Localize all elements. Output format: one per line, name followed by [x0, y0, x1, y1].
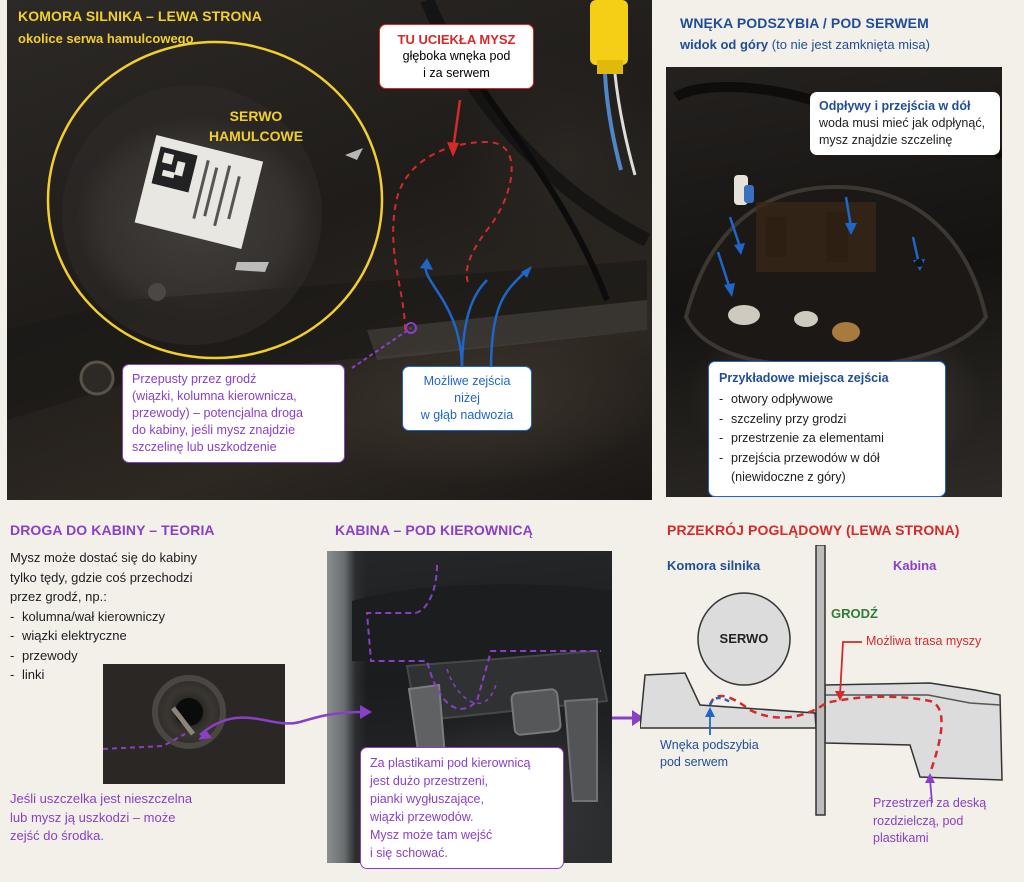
cabin-annotations [352, 564, 612, 802]
cabin-label: Kabina [893, 558, 937, 573]
exit-examples-callout: Przykładowe miejsca zejścia otwory odpły… [708, 361, 946, 497]
list-item: wiązki elektryczne [10, 626, 250, 646]
cabin-callout: Za plastikami pod kierownicą jest dużo p… [360, 747, 564, 869]
engine-bay-title: KOMORA SILNIKA – LEWA STRONA [18, 8, 262, 24]
theory-title: DROGA DO KABINY – TEORIA [10, 522, 215, 538]
cross-section-diagram [640, 545, 1003, 816]
drain-callout: Odpływy i przejścia w dół woda musi mieć… [810, 92, 1000, 155]
cowl-recess-subtitle: widok od góry (to nie jest zamknięta mis… [680, 37, 930, 52]
list-item: przestrzenie za elementami [719, 429, 935, 449]
mouse-escape-callout: TU UCIEKŁA MYSZ głęboka wnęka pod i za s… [379, 24, 534, 89]
bulkhead-label: GRODŹ [831, 606, 878, 621]
descent-callout: Możliwe zejścia niżej w głąb nadwozia [402, 366, 532, 431]
servo-label: SERWO HAMULCOWE [208, 108, 304, 144]
section-title: PRZEKRÓJ POGLĄDOWY (LEWA STRONA) [667, 522, 960, 538]
list-item: kolumna/wał kierowniczy [10, 607, 250, 627]
theory-text: Mysz może dostać się do kabiny tylko tęd… [10, 548, 250, 685]
list-item: otwory odpływowe [719, 390, 935, 410]
engine-bay-subtitle: okolice serwa hamulcowego [18, 31, 194, 46]
cabin-title: KABINA – POD KIEROWNICĄ [335, 522, 533, 538]
section-servo-label: SERWO [719, 631, 769, 646]
space-label: Przestrzeń za deską rozdzielczą, pod pla… [873, 796, 987, 845]
recess-label: Wnęka podszybia pod serwem [660, 738, 759, 769]
cowl-recess-title: WNĘKA PODSZYBIA / POD SERWEM [680, 15, 929, 31]
list-item: przejścia przewodów w dół [719, 449, 935, 469]
seal-note: Jeśli uszczelka jest nieszczelna lub mys… [10, 791, 193, 843]
list-item: linki [10, 665, 250, 685]
list-item: przewody [10, 646, 250, 666]
route-label: Możliwa trasa myszy [866, 634, 982, 648]
grommet-callout: Przepusty przez grodź (wiązki, kolumna k… [122, 364, 345, 463]
engine-bay-label: Komora silnika [667, 558, 761, 573]
list-item: szczeliny przy grodzi [719, 410, 935, 430]
